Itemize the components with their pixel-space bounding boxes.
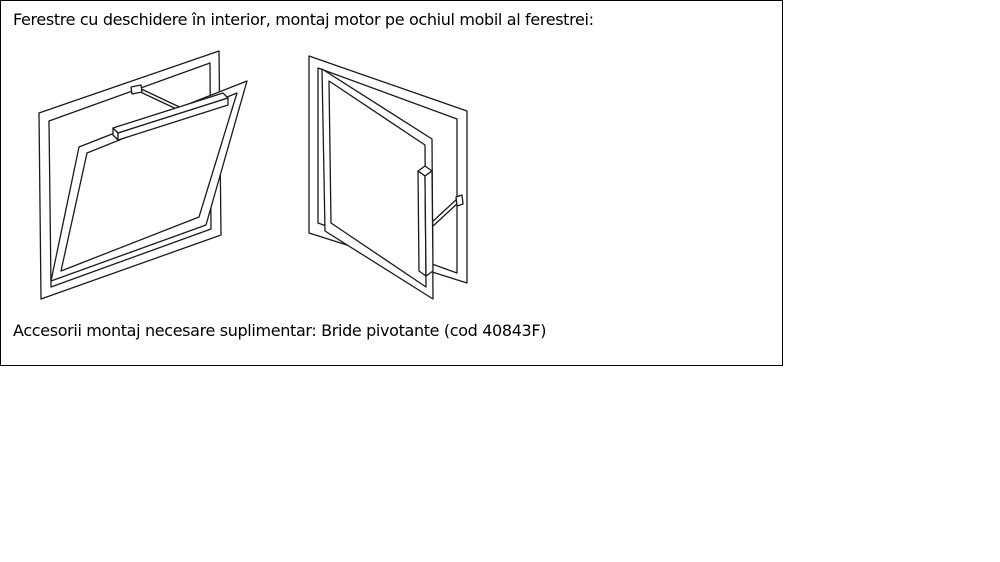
heading-text: Ferestre cu deschidere în interior, mont… [13, 10, 594, 29]
bottom-hung-window-with-motor-icon [1, 1, 784, 367]
document-frame: Ferestre cu deschidere în interior, mont… [0, 0, 783, 366]
accessories-note: Accesorii montaj necesare suplimentar: B… [13, 321, 547, 340]
side-hung-window-with-motor-icon [1, 1, 784, 367]
